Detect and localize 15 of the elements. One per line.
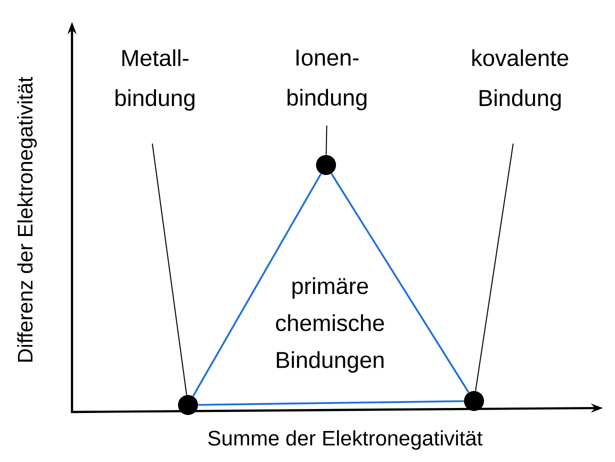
bond-type-label: Ionen- bindung — [288, 50, 366, 110]
leader-line — [326, 125, 328, 156]
triangle-side — [192, 173, 322, 397]
inner-label: primäre chemische Bindungen — [276, 277, 384, 373]
bond-type-label: kovalente Bindung — [472, 49, 568, 111]
bond-type-label: Metall- bindung — [116, 49, 194, 111]
triangle-side — [198, 400, 464, 406]
leader-line — [475, 143, 514, 392]
point-dot — [178, 395, 198, 415]
axis-label: Summe der Elektronegativität — [208, 430, 483, 450]
point-dot — [464, 391, 484, 411]
point-dot — [316, 155, 336, 175]
triangle-side — [330, 173, 470, 393]
leader-line — [152, 143, 188, 396]
axis-label: Differenz der Elektronegativität — [17, 76, 37, 362]
